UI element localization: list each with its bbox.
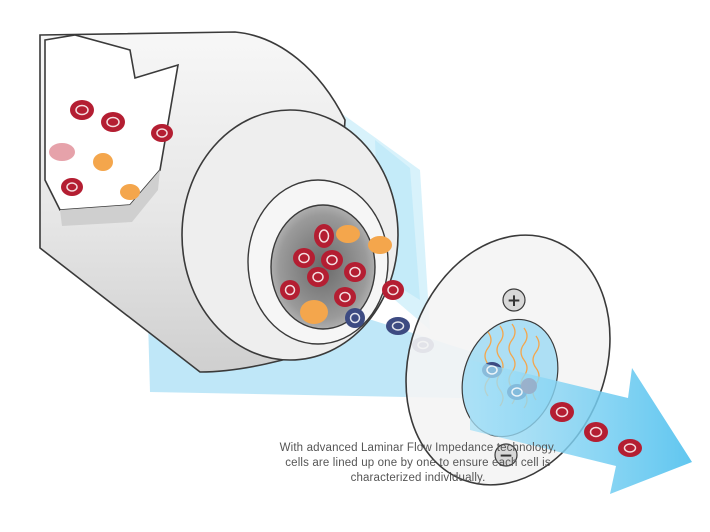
platelet: [120, 184, 140, 200]
white-blood-cell: [345, 308, 365, 328]
red-blood-cell: [307, 267, 329, 287]
positive-symbol: +: [507, 291, 521, 311]
red-blood-cell: [550, 402, 574, 422]
outflow-arrow: [470, 360, 692, 494]
cell-highlights: [66, 104, 429, 350]
caption-line-3: characterized individually.: [350, 472, 486, 484]
red-blood-cell: [49, 143, 75, 161]
red-blood-cell: [151, 124, 173, 142]
negative-electrode: −: [494, 443, 518, 467]
platelet: [336, 225, 360, 243]
positive-electrode: +: [502, 288, 526, 312]
red-blood-cell: [70, 100, 94, 120]
negative-symbol: −: [499, 446, 513, 466]
red-blood-cell: [101, 112, 125, 132]
platelet: [93, 153, 113, 171]
red-blood-cell: [584, 422, 608, 442]
caption-line-2: cells are lined up one by one to ensure …: [285, 457, 551, 469]
red-blood-cell: [314, 224, 334, 248]
caption: With advanced Laminar Flow Impedance tec…: [218, 441, 618, 486]
white-blood-cell: [386, 317, 410, 335]
platelet: [368, 236, 392, 254]
cylinder-tube: [39, 31, 399, 373]
red-blood-cell: [293, 248, 315, 268]
arrow-shape: [470, 360, 692, 494]
red-blood-cell: [61, 178, 83, 196]
red-blood-cell: [334, 287, 356, 307]
red-blood-cell: [344, 262, 366, 282]
platelet: [300, 300, 328, 324]
caption-line-1: With advanced Laminar Flow Impedance tec…: [279, 442, 557, 454]
red-blood-cell: [321, 250, 343, 270]
cells-at-opening: [280, 224, 434, 353]
cells-in-cutaway: [49, 100, 173, 200]
tube-cutaway-shadow: [60, 170, 160, 226]
red-blood-cell: [280, 280, 300, 300]
red-blood-cell: [382, 280, 404, 300]
red-blood-cell: [618, 439, 642, 457]
